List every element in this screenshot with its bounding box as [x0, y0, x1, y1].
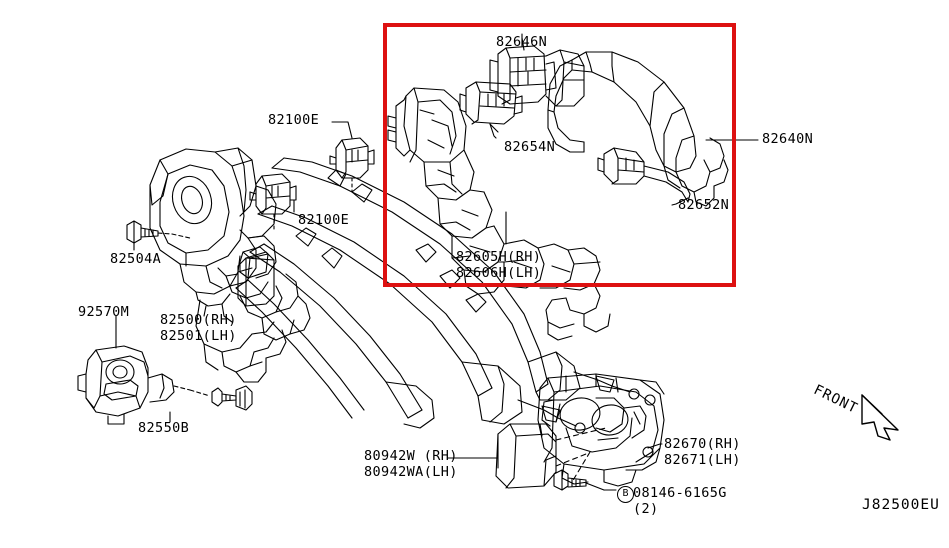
- front-arrow: [861, 394, 899, 441]
- callout-82652N: 82652N: [678, 197, 730, 213]
- callout-82500-line2: 82501(LH): [160, 327, 237, 344]
- callout-82605H-line2: 82606H(LH): [456, 264, 542, 281]
- part-handle-bracket-mid: [545, 49, 585, 107]
- callout-82640N: 82640N: [762, 131, 814, 147]
- callout-82646N: 82646N: [496, 34, 548, 50]
- callout-82605H: 82605H(RH)82606H(LH): [456, 249, 542, 281]
- callout-82654N: 82654N: [504, 139, 556, 155]
- part-connector-block: [239, 246, 269, 279]
- part-inside-handle-82670: [537, 373, 665, 487]
- part-handle-cover-80942W: [495, 423, 557, 489]
- part-outside-handle-82640N: [547, 51, 729, 207]
- callout-82670: 82670(RH)82671(LH): [664, 436, 741, 468]
- part-latch-82652N: [597, 147, 691, 203]
- callout-82605H-line1: 82605H(RH): [456, 249, 542, 265]
- part-bolt-08146-6165G: [553, 469, 605, 491]
- part-bolt-82550B: [211, 385, 253, 411]
- part-bezel-82646N: [489, 37, 557, 105]
- callout-92570M: 92570M: [78, 304, 130, 320]
- callout-bolt-08146: 08146-6165G(2): [633, 485, 727, 517]
- callout-82100E-lower: 82100E: [298, 212, 350, 228]
- alignment-lines: [555, 427, 607, 483]
- part-cover-82654N: [459, 81, 523, 133]
- callout-bolt-quantity: (2): [633, 500, 659, 517]
- part-bolt-82504A: [126, 220, 191, 244]
- callout-82550B: 82550B: [138, 420, 190, 436]
- callout-82100E-upper: 82100E: [268, 112, 320, 128]
- callout-80942W: 80942W (RH)80942WA(LH): [364, 448, 458, 480]
- callout-82670-line2: 82671(LH): [664, 451, 741, 468]
- callout-80942W-line2: 80942WA(LH): [364, 463, 458, 480]
- part-bracket-92570M: [77, 345, 211, 425]
- callout-82504A: 82504A: [110, 251, 162, 267]
- diagram-id: J82500EU: [862, 497, 940, 513]
- callout-80942W-line1: 80942W (RH): [364, 448, 458, 464]
- callout-82500-line1: 82500(RH): [160, 312, 237, 328]
- callout-82670-line1: 82670(RH): [664, 436, 741, 452]
- bolt-badge-icon: B: [617, 486, 634, 503]
- part-clip-82100E-upper: [329, 137, 375, 193]
- part-clip-82100E-lower: [249, 173, 297, 233]
- callout-bolt-part-number: 08146-6165G: [633, 485, 727, 501]
- callout-82500: 82500(RH)82501(LH): [160, 312, 237, 344]
- leader-lines: [115, 33, 759, 491]
